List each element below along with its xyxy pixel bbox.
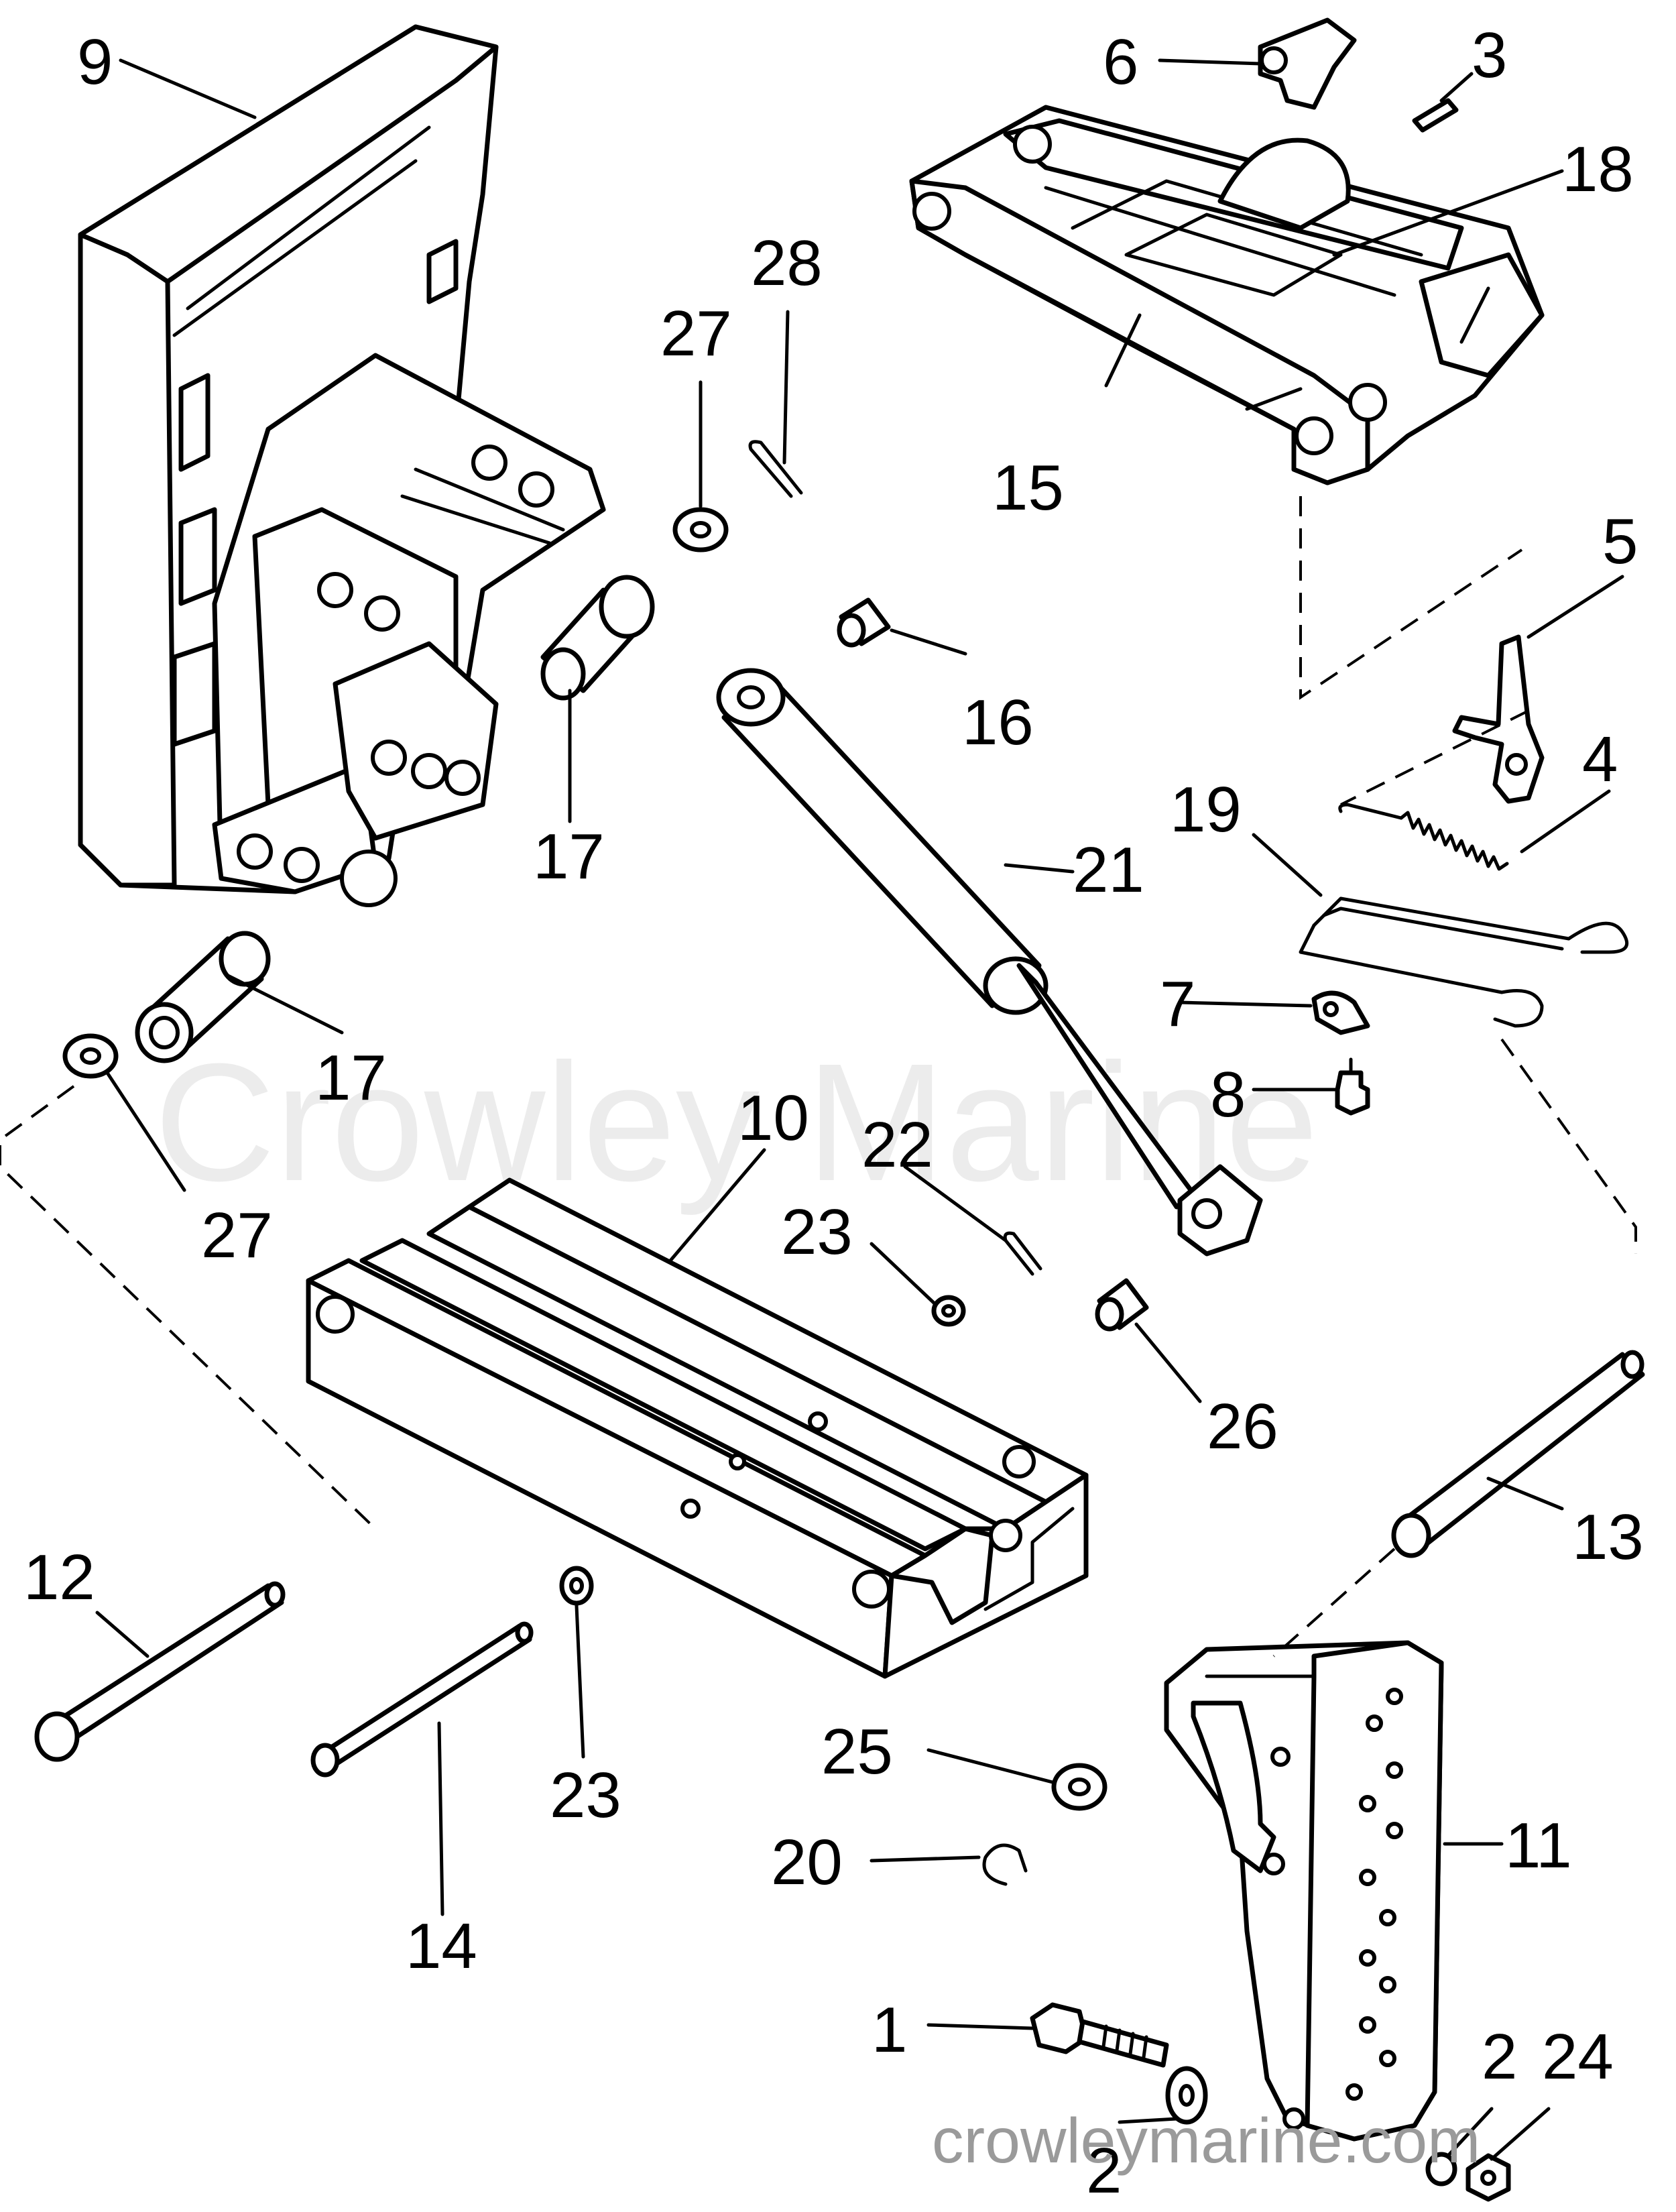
part-17-bushing-lower <box>135 931 271 1063</box>
part-22-cotter-pin <box>1003 1231 1042 1276</box>
callout-22: 22 <box>861 1109 933 1181</box>
part-27-washer-lower <box>62 1033 119 1079</box>
part-7-clip <box>1311 990 1370 1035</box>
part-24-nut <box>1465 2153 1511 2202</box>
part-15-swivel-bracket <box>909 105 1545 485</box>
watermark-url: crowleymarine.com <box>932 2105 1480 2176</box>
callout-27: 27 <box>660 298 732 369</box>
callout-10: 10 <box>737 1082 809 1154</box>
callout-18: 18 <box>1562 133 1634 205</box>
part-9-transom-bracket <box>78 24 606 907</box>
part-3-pin <box>1412 98 1459 133</box>
part-2-washer-rear <box>1425 2152 1457 2187</box>
part-1-bolt <box>1030 2002 1169 2068</box>
callout-19: 19 <box>1170 774 1242 846</box>
callout-21: 21 <box>1073 834 1144 906</box>
part-12-bolt <box>34 1581 286 1762</box>
callout-3: 3 <box>1472 19 1507 91</box>
part-17-bushing-upper <box>540 575 655 701</box>
part-5-lock-lever <box>1452 634 1545 804</box>
callout-9: 9 <box>77 26 113 98</box>
callout-15: 15 <box>992 452 1064 524</box>
part-6-lock-lever <box>1258 17 1357 110</box>
callout-23: 23 <box>781 1196 853 1268</box>
callout-25: 25 <box>821 1716 893 1788</box>
callout-1: 1 <box>872 1994 907 2066</box>
part-26-sleeve <box>1095 1278 1149 1332</box>
part-23-washer-upper <box>931 1295 966 1327</box>
leader-lines <box>95 58 1624 2161</box>
callout-17: 17 <box>533 821 605 892</box>
callout-16: 16 <box>962 687 1034 758</box>
callout-26: 26 <box>1207 1391 1278 1462</box>
callout-11: 11 <box>1505 1810 1572 1881</box>
part-20-retaining-ring <box>982 1843 1028 1886</box>
callout-4: 4 <box>1582 723 1618 795</box>
callout-24: 24 <box>1542 2021 1614 2093</box>
callout-14: 14 <box>406 1910 477 1982</box>
part-11-stern-bracket <box>1164 1640 1444 2142</box>
part-13-tilt-tube <box>1391 1350 1645 1558</box>
part-10-tilt-bracket <box>306 1177 1089 1679</box>
callout-6: 6 <box>1103 26 1138 98</box>
part-14-rod <box>310 1621 534 1778</box>
callout-13: 13 <box>1572 1501 1644 1573</box>
alignment-lines <box>0 496 1637 1657</box>
part-19-wire-bail <box>1299 896 1629 1028</box>
part-21-gas-strut <box>716 668 1263 1257</box>
part-2-washer-front <box>1165 2066 1208 2125</box>
callout-20: 20 <box>771 1826 843 1898</box>
callout-27b: 27 <box>201 1200 273 1271</box>
part-28-cotter-pin <box>748 440 803 498</box>
part-16-sleeve <box>837 597 891 648</box>
callout-7: 7 <box>1160 968 1195 1040</box>
callout-2: 2 <box>1482 2021 1517 2093</box>
callout-12: 12 <box>23 1541 95 1613</box>
callout-23b: 23 <box>550 1759 621 1831</box>
part-8-screw <box>1335 1057 1370 1116</box>
callout-8: 8 <box>1210 1059 1246 1130</box>
part-25-washer <box>1051 1763 1108 1811</box>
part-23-washer-lower <box>559 1566 594 1606</box>
callout-17b: 17 <box>315 1042 387 1114</box>
part-4-spring <box>1338 803 1509 871</box>
callout-2b: 2 <box>1086 2135 1122 2207</box>
callout-28: 28 <box>751 227 823 299</box>
part-27-washer-upper <box>672 507 729 552</box>
callout-5: 5 <box>1602 506 1638 577</box>
